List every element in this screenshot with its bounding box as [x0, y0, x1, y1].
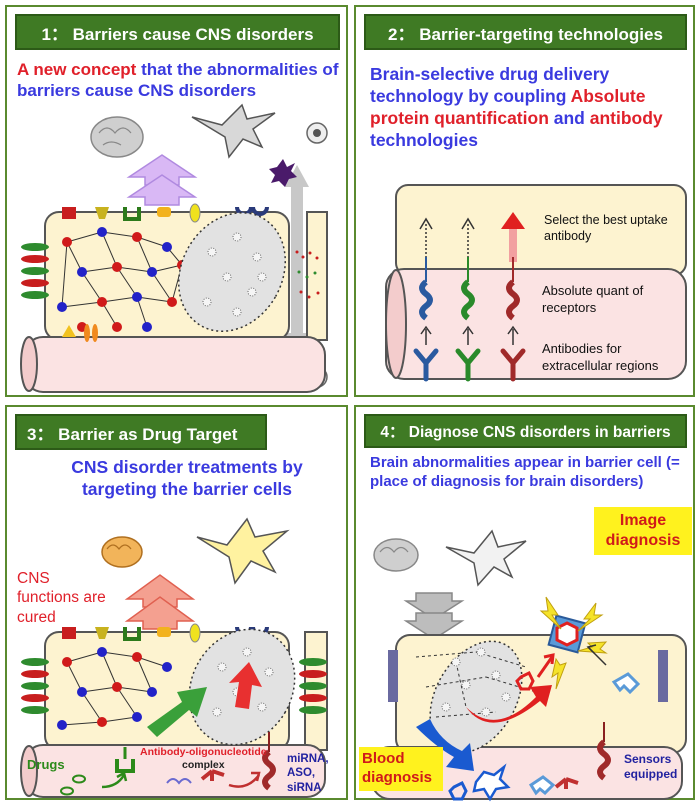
molecule-nodes — [57, 647, 172, 730]
antibody-icon — [554, 777, 579, 789]
transporter-icon — [62, 623, 269, 643]
antibody-diagram — [385, 184, 687, 382]
network-lines — [61, 651, 168, 726]
label-blood-diagnosis: Blood diagnosis — [359, 747, 443, 791]
label-antibody-oligo: Antibody-oligonucleotide — [140, 746, 267, 758]
panel-description: Brain abnormalities appear in barrier ce… — [370, 454, 680, 490]
brain-icon — [101, 536, 143, 568]
desc-highlight: Absolute protein quantification — [370, 85, 646, 128]
panel-barrier-targeting: 2： Barrier-targeting technologies Brain-… — [354, 5, 695, 397]
panel-description: A new concept that the abnormalities of … — [17, 59, 347, 102]
brain-icon — [373, 538, 419, 572]
panel-title: 2： Barrier-targeting technologies — [364, 14, 687, 50]
desc-text: that the abnormalities of barriers cause… — [17, 60, 339, 101]
label-absolute-quant: Absolute quant of receptors — [542, 283, 644, 315]
drug-target-diagram — [20, 517, 328, 798]
imaging-probe-icon — [539, 596, 608, 690]
label-drugs: Drugs — [27, 757, 65, 772]
panel-description: CNS disorder treatments by targeting the… — [71, 457, 303, 499]
vesicle-nodes — [441, 647, 511, 717]
triangle-marker — [62, 325, 76, 337]
desc-text: and — [548, 107, 590, 128]
blood-release-arrow-icon — [416, 719, 474, 771]
sensor-icon — [528, 775, 556, 796]
desc-highlight: antibody — [589, 107, 663, 128]
hexagon-probe-icon — [515, 670, 535, 691]
desc-highlight: A new concept — [17, 60, 137, 79]
panel-barrier-drug-target: 3： Barrier as Drug Target CNS disorder t… — [5, 405, 348, 800]
treatment-arrow-icon — [229, 662, 262, 709]
down-arrow-icon — [403, 592, 465, 640]
label-image-diagnosis: Image diagnosis — [594, 507, 692, 555]
up-arrow-icon — [420, 325, 519, 345]
panel-diagnose-cns: 4： Diagnose CNS disorders in barriers Br… — [354, 405, 695, 802]
receptor-icon — [419, 257, 520, 321]
vesicle-nodes — [212, 647, 274, 717]
brain-icon — [90, 116, 144, 158]
blood-vessel — [24, 336, 326, 393]
panel-title: 1： Barriers cause CNS disorders — [15, 14, 340, 50]
diagnosis-diagram — [371, 529, 687, 802]
treatment-arrow-icon — [147, 687, 207, 737]
release-arrow-icon — [466, 685, 552, 723]
neuron-icon — [196, 517, 290, 585]
up-arrow-icon — [126, 154, 198, 206]
oligonucleotide-icon — [166, 778, 192, 785]
sensor-icon — [611, 672, 641, 695]
channel-icon — [84, 324, 90, 342]
tight-junction-icon — [21, 243, 49, 299]
vesicle-nodes — [202, 232, 267, 317]
label-mirna: miRNA, ASO, siRNA — [287, 753, 329, 794]
neuron-icon — [445, 529, 527, 587]
junction-icon — [388, 650, 398, 702]
desc-text: technologies — [370, 129, 478, 150]
molecule-nodes — [57, 227, 187, 332]
panel-description: Brain-selective drug delivery technology… — [370, 64, 688, 152]
label-cns-cured: CNS functions are cured — [17, 570, 106, 626]
barrier-diagram — [20, 103, 328, 393]
antibody-icon — [200, 769, 225, 781]
up-arrow-icon — [124, 574, 196, 630]
label-complex: complex — [182, 759, 225, 771]
label-sensors: Sensors equipped — [624, 752, 678, 781]
panel-title: 3： Barrier as Drug Target — [15, 414, 267, 450]
toxin-icon — [269, 159, 297, 187]
panel-title: 4： Diagnose CNS disorders in barriers — [364, 414, 687, 448]
neuron-icon — [191, 103, 276, 159]
drug-receptor-icon — [115, 759, 135, 773]
desc-text: Brain-selective drug delivery technology… — [370, 64, 610, 106]
uptake-arrow-icon — [419, 212, 525, 262]
starburst-icon — [472, 763, 511, 802]
leaky-junction-icon — [295, 250, 320, 299]
label-antibodies: Antibodies for extracellular regions — [542, 341, 659, 373]
antibody-icon — [413, 348, 526, 382]
drug-icon — [72, 774, 86, 784]
panel-barriers-cause-cns: 1： Barriers cause CNS disorders A new co… — [5, 5, 348, 397]
hexagon-marker-icon — [448, 780, 468, 801]
tight-junction-icon — [21, 658, 327, 714]
label-select-antibody: Select the best uptake antibody — [544, 213, 668, 244]
